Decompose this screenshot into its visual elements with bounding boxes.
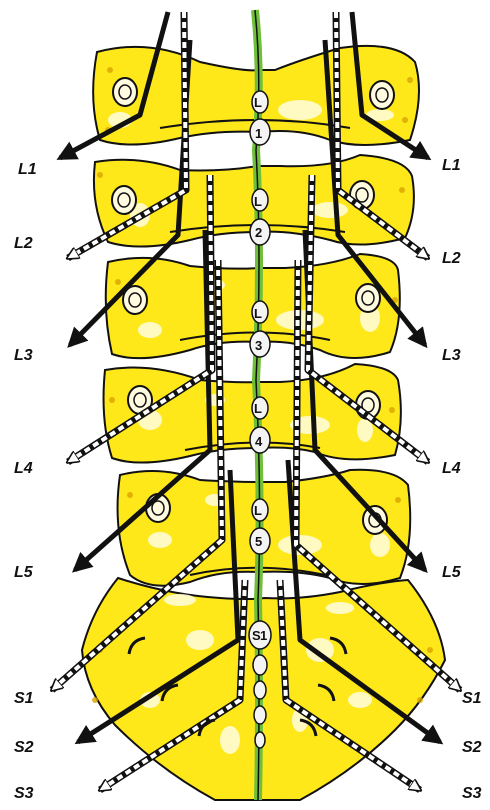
cord-segment-node [253,655,267,675]
bone-highlight [138,322,162,338]
bone-speck [97,172,103,178]
right-label-s2: S2 [462,739,482,756]
right-label-l5: L5 [442,564,462,581]
right-label-s1: S1 [462,690,482,707]
cord-segment-5-number: 5 [255,534,262,549]
cord-segment-5-letter: L [254,503,262,518]
right-label-l3: L3 [442,347,461,364]
bone-speck [402,117,408,123]
bone-highlight [326,602,354,614]
bone-highlight [312,202,348,218]
bone-speck [107,67,113,73]
cord-segment-node [255,732,265,748]
right-label-s3: S3 [462,785,482,802]
left-label-l3: L3 [14,347,33,364]
cord-segment-3-number: 3 [255,338,262,353]
bone-highlight [186,630,214,650]
bone-speck [115,279,121,285]
left-label-l1: L1 [18,161,37,178]
left-label-s2: S2 [14,739,34,756]
right-label-l1: L1 [442,157,461,174]
right-label-l2: L2 [442,250,461,267]
bone-highlight [348,692,372,708]
right-label-l4: L4 [442,460,461,477]
cord-segment-s1-number: 1 [260,628,267,643]
bone-highlight [370,533,390,557]
bone-speck [399,187,405,193]
cord-segment-1-letter: L [254,95,262,110]
cord-segment-4-number: 4 [255,434,263,449]
pedicle-ring [370,81,394,109]
left-label-s3: S3 [14,785,34,802]
pedicle-ring [356,284,380,312]
cord-segment-4-letter: L [254,401,262,416]
cord-segment-3-letter: L [254,306,262,321]
left-label-l2: L2 [14,235,33,252]
left-label-l4: L4 [14,460,33,477]
pedicle-ring [363,506,387,534]
cord-segment-1-number: 1 [255,126,262,141]
bone-speck [389,407,395,413]
cord-segment-node [254,706,266,724]
cord-segment-node [254,681,266,699]
bone-speck [427,647,433,653]
pedicle-ring [113,78,137,106]
cord-segment-2-number: 2 [255,225,262,240]
bone-highlight [220,726,240,754]
bone-speck [127,492,133,498]
bone-speck [407,77,413,83]
bone-speck [92,697,98,703]
left-label-s1: S1 [14,690,34,707]
bone-speck [417,697,423,703]
bone-highlight [148,532,172,548]
cord-segment-s1: S 1 [252,628,267,643]
bone-speck [395,497,401,503]
bone-highlight [164,594,196,606]
left-label-l5: L5 [14,564,34,581]
bone-highlight [278,100,322,120]
cord-segment-2-letter: L [254,194,262,209]
pedicle-ring [112,186,136,214]
bone-speck [109,397,115,403]
